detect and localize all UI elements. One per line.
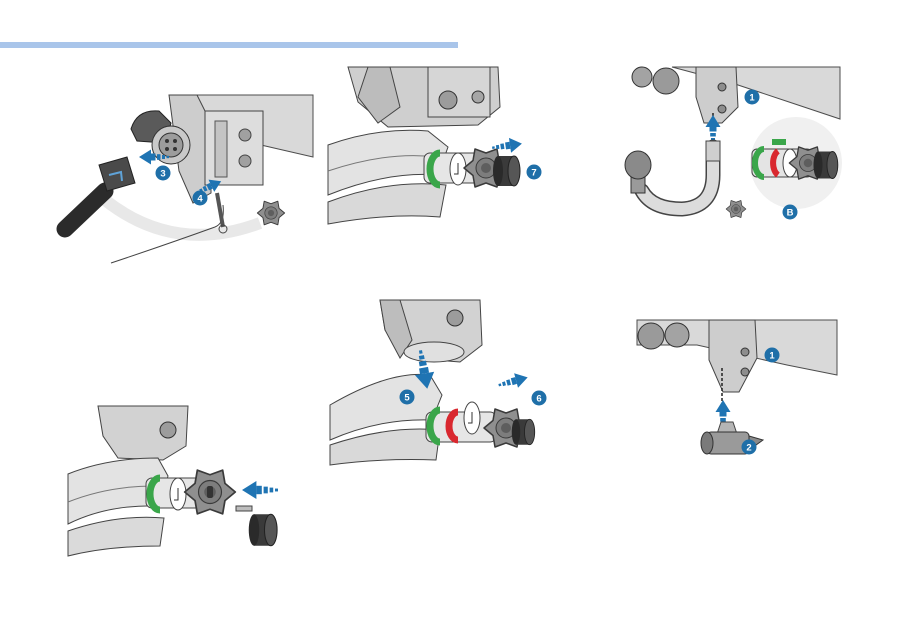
swing-arc-trace [101, 195, 263, 241]
step-badge: 4 [192, 190, 208, 206]
figure-insert-tow-ball: 1 B [624, 66, 842, 220]
detail-inset [750, 117, 842, 209]
towbar-arm [67, 457, 169, 557]
locking-knob-icon [725, 200, 747, 218]
knob-cap-icon [511, 418, 536, 446]
step-badge-label: 2 [746, 442, 751, 453]
step-badge-label: 7 [531, 167, 536, 178]
step-badge: 1 [764, 347, 780, 363]
towbar-body [347, 66, 501, 128]
step-badge: 6 [531, 390, 547, 406]
mounting-bracket [708, 319, 758, 393]
detachable-tow-ball [624, 139, 721, 217]
figure-knob-cap: 7 [327, 66, 542, 225]
figure-blanking-plug: 1 2 [636, 319, 838, 455]
step-badge: 3 [155, 165, 171, 181]
white-indicator-ring [169, 477, 187, 511]
mounting-bracket [695, 66, 739, 124]
figure-cable-disconnect: 3 4 [56, 94, 314, 264]
locking-knob-icon [256, 200, 286, 226]
step-badge: 7 [526, 164, 542, 180]
release-lever [215, 192, 228, 234]
step-badge: B [782, 204, 798, 220]
step-badge-label: B [787, 207, 794, 218]
towbar-arm [329, 373, 443, 466]
figure-lock-knob: 5 6 [329, 299, 547, 466]
step-badge: 5 [399, 389, 415, 405]
white-indicator-ring [449, 152, 467, 186]
step-badge-label: 1 [769, 350, 775, 361]
mounting-bolts [631, 66, 680, 95]
step-badge-label: 6 [536, 393, 541, 404]
step-badge-label: 4 [197, 193, 203, 204]
step-badge-label: 1 [749, 92, 755, 103]
towbar-body [97, 405, 189, 461]
figure-remove-cap [67, 405, 278, 557]
towbar-body [379, 299, 483, 363]
direction-arrow-icon [496, 370, 530, 393]
knob-cap-icon [492, 155, 521, 187]
mounting-bolts [637, 322, 690, 350]
trailer-cable [56, 156, 136, 238]
header-accent-line [0, 42, 458, 48]
electrical-socket [130, 110, 191, 165]
step-badge-label: 3 [160, 168, 165, 179]
locking-knob-icon [183, 469, 237, 515]
white-indicator-ring [463, 401, 481, 435]
red-lock-ring [445, 408, 459, 444]
direction-arrow-icon [242, 481, 278, 499]
key-icon [235, 505, 253, 512]
step-badge: 2 [741, 439, 757, 455]
step-badge-label: 5 [404, 392, 410, 403]
knob-cap-icon [248, 513, 278, 547]
green-lock-ring [426, 406, 441, 446]
step-badge: 1 [744, 89, 760, 105]
green-lock-ring [426, 149, 441, 189]
green-lock-ring [146, 474, 161, 514]
